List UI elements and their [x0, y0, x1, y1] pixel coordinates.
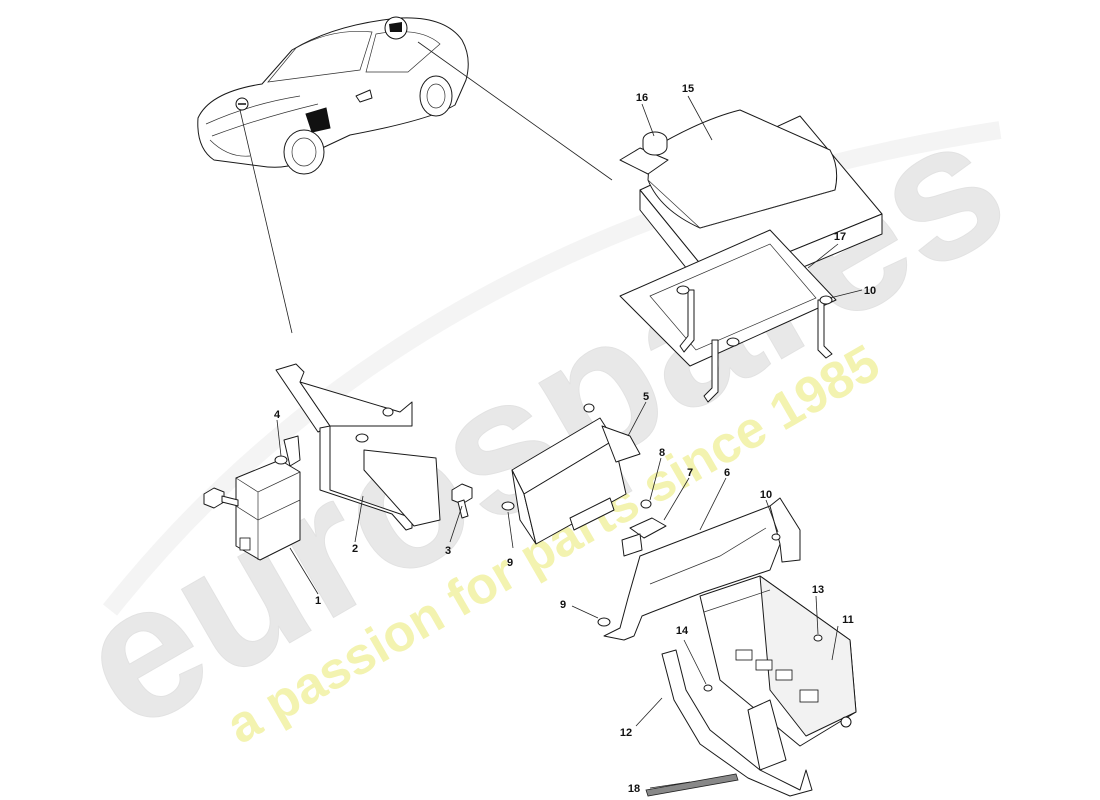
callout-4: 4	[274, 409, 281, 421]
control-module-5	[511, 403, 641, 545]
seal-strip-18	[645, 773, 739, 797]
fuse-board-11	[699, 575, 857, 747]
clip-7	[621, 499, 667, 557]
screw-9-upper	[501, 501, 515, 511]
watermark: eurospares a passion for parts since 198…	[44, 74, 1038, 771]
callout-16: 16	[636, 92, 648, 104]
callout-12: 12	[620, 727, 632, 739]
callout-labels: 1 2 3 4 5 6 7 8 9 9 10 10 11 12 13 14 15…	[274, 83, 876, 795]
tray-12	[661, 649, 813, 797]
bolt-relay	[203, 487, 239, 509]
tray-bracket-17	[619, 229, 837, 403]
callout-11: 11	[842, 614, 854, 626]
callout-6: 6	[724, 467, 730, 479]
callout-14: 14	[676, 625, 689, 637]
callout-2: 2	[352, 543, 358, 555]
location-marker	[305, 107, 331, 133]
callout-15: 15	[682, 83, 694, 95]
relay-icon	[235, 435, 301, 561]
callout-9-lower: 9	[560, 599, 566, 611]
screw-14	[703, 684, 713, 692]
callout-17: 17	[834, 231, 846, 243]
callout-5: 5	[643, 391, 649, 403]
callout-3: 3	[445, 545, 451, 557]
bracket-6	[603, 497, 801, 641]
callout-7: 7	[687, 467, 693, 479]
callout-8: 8	[659, 447, 665, 459]
bolt-3	[451, 483, 473, 519]
car-overview-icon	[197, 16, 469, 175]
car-leader-right	[417, 41, 613, 181]
watermark-brand: eurospares	[45, 75, 1038, 771]
callout-10-lower: 10	[760, 489, 772, 501]
bracket-2	[275, 363, 441, 531]
callout-13: 13	[812, 584, 824, 596]
callout-18: 18	[628, 783, 640, 795]
screw-13	[813, 634, 823, 642]
clip-16	[619, 131, 669, 175]
callout-leaders	[276, 95, 863, 789]
nut-4	[274, 455, 288, 465]
callout-10-upper: 10	[864, 285, 876, 297]
callout-1: 1	[315, 595, 321, 607]
car-leader-left	[239, 109, 293, 334]
screw-9-lower	[597, 617, 611, 627]
callout-9-upper: 9	[507, 557, 513, 569]
